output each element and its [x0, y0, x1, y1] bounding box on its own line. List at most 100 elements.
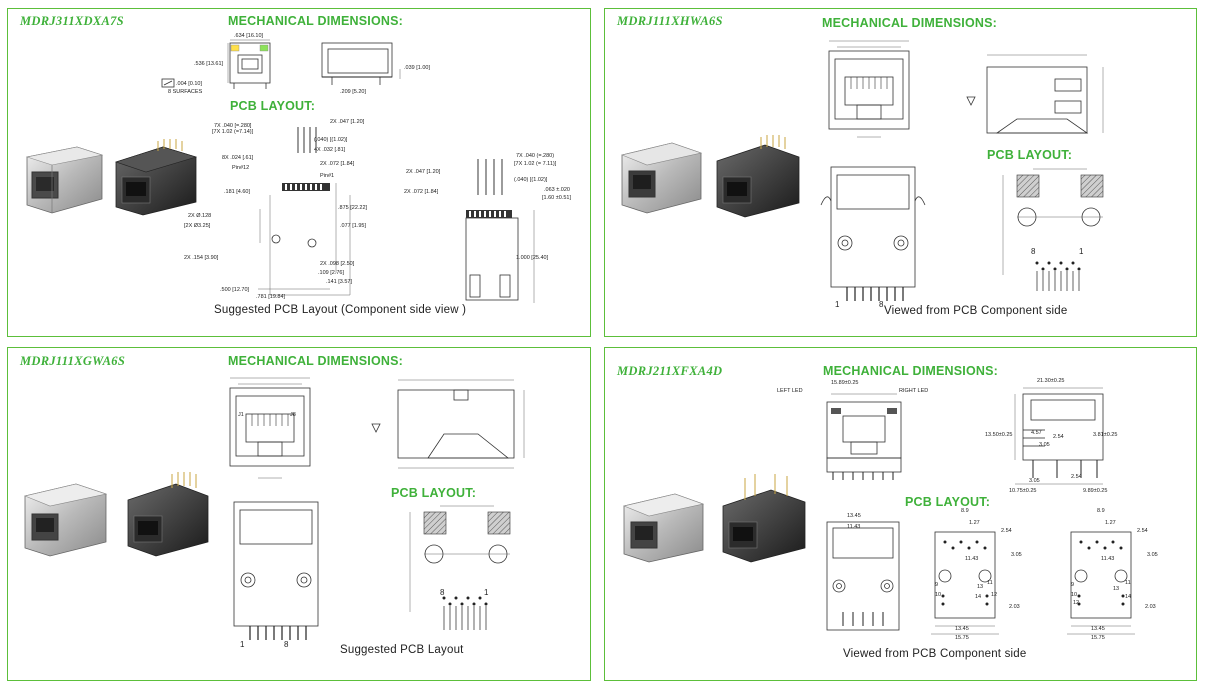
pcb-layout-heading: PCB LAYOUT:: [905, 495, 991, 509]
dim-r3: 11.43: [1101, 556, 1115, 562]
pin-11r: 11: [1125, 580, 1131, 586]
dim-l3: 11.43: [965, 556, 979, 562]
pin-13: 13: [977, 584, 984, 590]
pin-12: 12: [991, 592, 998, 598]
dim-r1: 8.9: [1097, 508, 1105, 514]
dim-p7: 2X .072 [1.84]: [320, 161, 355, 167]
mechanical-dimensions-heading: MECHANICAL DIMENSIONS:: [822, 16, 998, 30]
bottom-pin-first: 1: [835, 300, 840, 309]
dim-p12: 2X Ø.128: [188, 213, 212, 219]
dim-p16: 2X .098 [2.50]: [320, 261, 355, 267]
dim-q2: [7X 1.02 (= 7.11)]: [514, 161, 557, 167]
dim-s5: 3.05: [1029, 478, 1040, 484]
pcb-pin-last: 1: [1079, 247, 1084, 256]
pcb-layout-drawing: [1002, 168, 1104, 291]
dim-q5: 2X .072 [1.84]: [404, 189, 439, 195]
pin-11: 11: [987, 580, 993, 586]
dim-p9: Pin#1: [320, 173, 335, 179]
dim-b2: 11.43: [847, 524, 861, 530]
dim-r4: 2.54: [1137, 528, 1148, 534]
pcb-pin-first: 8: [1031, 247, 1036, 256]
dim-s4: 3.81±0.25: [1093, 432, 1118, 438]
pcb-side-drawing: [465, 159, 535, 303]
dim-s1: 4.57: [1031, 430, 1042, 436]
pin-14: 14: [975, 594, 982, 600]
dim-right-led: RIGHT LED: [899, 388, 929, 394]
dim-p17: .109 [2.76]: [318, 270, 344, 276]
bottom-pin-first: 1: [240, 640, 245, 649]
dim-d2: .536 [13.61]: [194, 61, 224, 67]
dim-p4: (.040) [(1.02)]: [314, 137, 348, 143]
dim-q3: 2X .047 [1.20]: [406, 169, 441, 175]
caption: Suggested PCB Layout: [340, 644, 464, 656]
flatness-symbol: [161, 78, 175, 88]
pcb-layout-heading: PCB LAYOUT:: [391, 486, 477, 500]
front-view-drawing: [826, 393, 902, 480]
panel-mdrj111xgwa6s: MDRJ111XGWA6S MECHANICAL DIMENSIONS: PCB…: [7, 347, 591, 681]
product-photo-black-housing: [716, 135, 800, 218]
pcb-layout-left-drawing: [931, 531, 999, 635]
dim-q6: .063 ±.020: [544, 187, 570, 193]
side-view-drawing: [1014, 387, 1104, 485]
dim-r7: 15.75: [1091, 635, 1105, 641]
caption: Viewed from PCB Component side: [843, 648, 1027, 660]
pin-10: 10: [935, 592, 942, 598]
bottom-view-drawing: [820, 166, 926, 301]
dim-r8: 2.03: [1145, 604, 1156, 610]
dim-q8: 1.000 [25.40]: [516, 255, 549, 261]
mechanical-dimensions-heading: MECHANICAL DIMENSIONS:: [823, 364, 999, 378]
mechanical-dimensions-heading: MECHANICAL DIMENSIONS:: [228, 354, 404, 368]
dim-p19: .500 [12.70]: [220, 287, 250, 293]
dim-d1: .634 [16.10]: [234, 33, 264, 39]
product-photo-metal-shield: [621, 142, 703, 214]
bottom-view-drawing: [233, 501, 319, 640]
dim-l4: 2.54: [1001, 528, 1012, 534]
pin-13r: 13: [1113, 586, 1120, 592]
product-photo-metal-shield: [623, 493, 705, 563]
dim-h1: 13.50±0.25: [985, 432, 1013, 438]
dim-r6: 13.45: [1091, 626, 1105, 632]
dim-l7: 15.75: [955, 635, 969, 641]
pcb-layout-heading: PCB LAYOUT:: [230, 99, 316, 113]
dim-l2: 1.27: [969, 520, 980, 526]
pin-12r: 12: [1073, 600, 1080, 606]
mechanical-dimensions-heading: MECHANICAL DIMENSIONS:: [228, 14, 404, 28]
product-photo-metal-shield: [24, 483, 108, 557]
dim-p13: [2X Ø3.25]: [184, 223, 211, 229]
dim-l6: 13.45: [955, 626, 969, 632]
dim-d4: 8 SURFACES: [168, 89, 203, 95]
dim-r5: 3.05: [1147, 552, 1158, 558]
dim-p18: .141 [3.57]: [326, 279, 352, 285]
pcb-layout-drawing: [258, 127, 351, 296]
dim-l5: 3.05: [1011, 552, 1022, 558]
dim-s7: 10.75±0.25: [1009, 488, 1037, 494]
dim-l1: 8.9: [961, 508, 969, 514]
side-view-drawing: [321, 42, 401, 85]
dim-s8: 9.89±0.25: [1083, 488, 1108, 494]
pcb-layout-drawing: [409, 505, 511, 630]
bottom-pin-last: 8: [284, 640, 289, 649]
dim-b1: 13.45: [847, 513, 861, 519]
product-photo-metal-shield: [25, 146, 104, 214]
panel-mdrj211xfxa4d: MDRJ211XFXA4D MECHANICAL DIMENSIONS: PCB…: [604, 347, 1197, 681]
part-number: MDRJ211XFXA4D: [617, 364, 723, 378]
dim-p1: 7X .040 [=.280]: [214, 123, 252, 129]
product-photo-black-housing: [127, 472, 209, 557]
front-view-drawing: [229, 377, 311, 479]
dim-p6: 8X .024 [.61]: [222, 155, 254, 161]
dim-s2: 2.54: [1053, 434, 1064, 440]
caption: Viewed from PCB Component side: [884, 305, 1068, 317]
panel-mdrj311xdxa7s: MDRJ311XDXA7S MECHANICAL DIMENSIONS: PCB…: [7, 8, 591, 337]
dim-p20: .781 [19.84]: [256, 294, 286, 300]
dim-r2: 1.27: [1105, 520, 1116, 526]
dim-p10: .181 [4.60]: [224, 189, 250, 195]
dim-d3: .004 [0.10]: [176, 81, 202, 87]
dim-q4: (.040) [(1.02)]: [514, 177, 548, 183]
front-pin-left: J1: [238, 412, 244, 418]
panel-mdrj111xhwa6s: MDRJ111XHWA6S MECHANICAL DIMENSIONS: PCB…: [604, 8, 1197, 337]
dim-left-led: LEFT LED: [777, 388, 803, 394]
dim-p11: .875 [22.22]: [338, 205, 368, 211]
side-view-drawing: [966, 54, 1104, 134]
pin-10r: 10: [1071, 592, 1078, 598]
side-view-drawing: [371, 379, 525, 469]
